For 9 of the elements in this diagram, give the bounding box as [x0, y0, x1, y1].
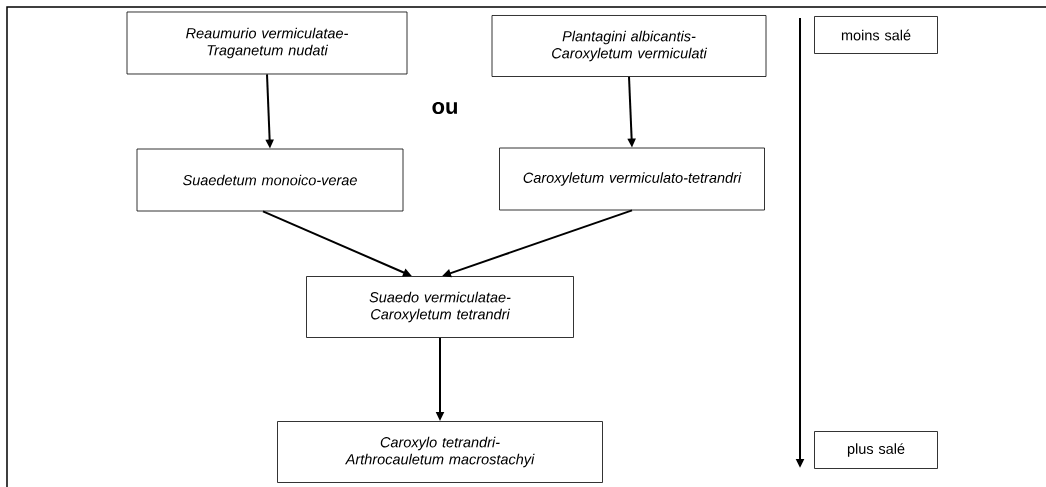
community-box: Reaumurio vermiculatae-Traganetum nudati: [126, 11, 408, 75]
community-box: Caroxylo tetrandri-Arthrocauletum macrostachyi: [277, 421, 603, 483]
community-box: Caroxyletum vermiculato-tetrandri: [499, 147, 765, 211]
connector-word: ou: [432, 101, 457, 115]
community-box: Suaedetum monoico-verae: [136, 148, 404, 212]
community-box: Suaedo vermiculatae-Caroxyletum tetrandri: [306, 276, 574, 338]
label-box: moins salé: [814, 16, 938, 54]
label-box: plus salé: [814, 431, 938, 469]
community-box: Plantagini albicantis-Caroxyletum vermiculati: [491, 15, 767, 77]
